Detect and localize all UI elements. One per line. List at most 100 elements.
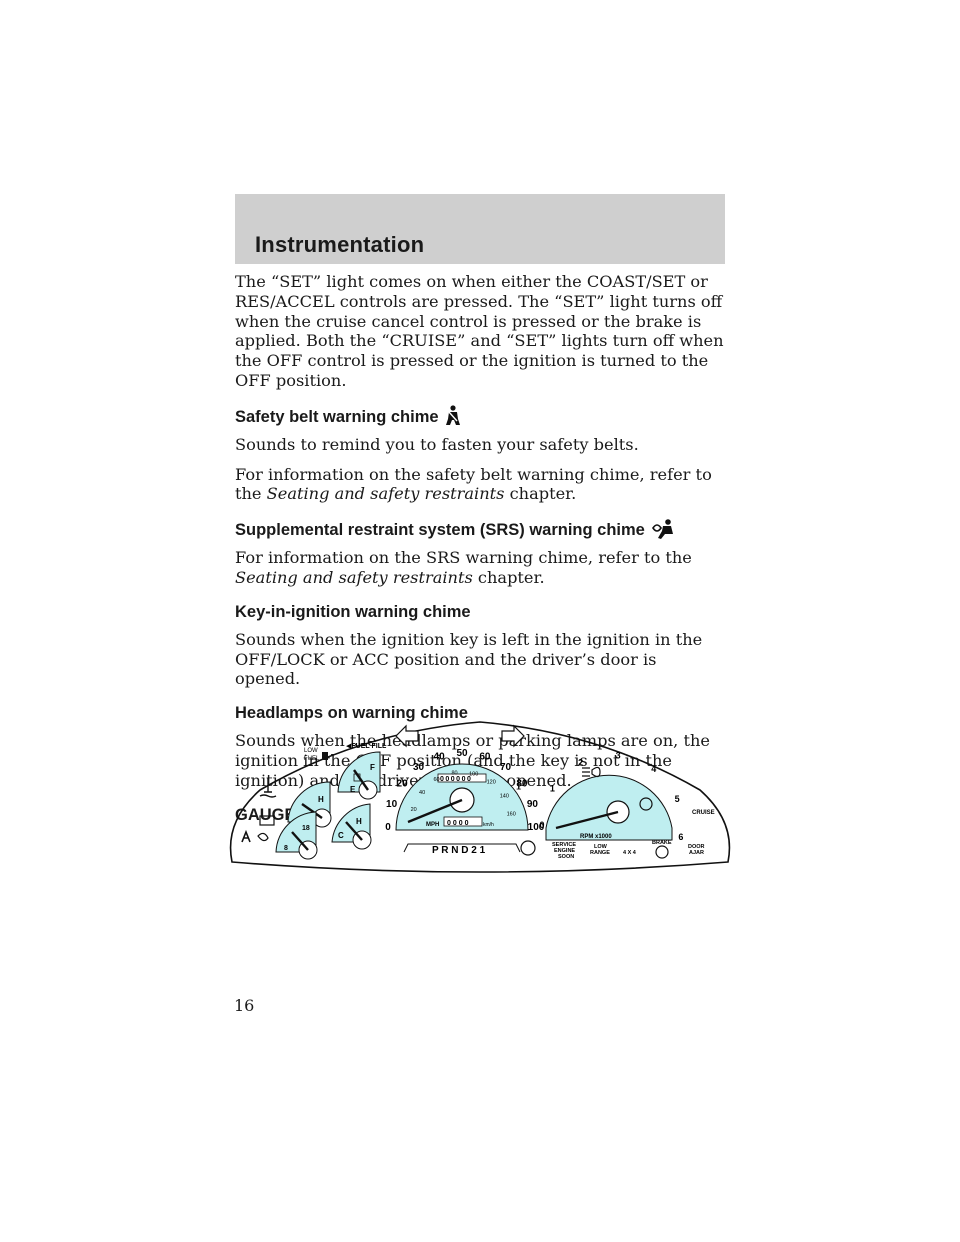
low-fuel-label-1: LOW [304,748,318,754]
brake-warning-tach-icon [639,797,653,811]
kmh-tick-label-1: 40 [419,790,425,796]
cluster-bezel [229,721,731,873]
kmh-tick-label-7: 160 [507,811,516,817]
rpm-tick-label-1: 1 [550,783,555,793]
temp-h-label: H [356,817,362,826]
low-fuel-pump-icon [322,752,328,760]
rpm-tick-label-3: 3 [616,750,621,760]
mph-scale: 0 10 20 30 40 50 60 70 80 90 100 [385,748,545,833]
door-ajar-label-2: AJAR [689,850,704,856]
brake-label: BRAKE [652,840,672,846]
rpm-tick-label-2: 2 [578,757,583,767]
mph-tick-label-1: 10 [386,799,398,810]
tachometer: RPM x1000 0 1 2 3 4 5 6 [539,750,683,842]
intro-paragraph: The “SET” light comes on when either the… [235,272,724,390]
four-by-four-indicator: 4 X 4 [623,850,637,856]
volt-8-label: 8 [284,845,288,852]
mph-tick-label-7: 70 [500,762,512,773]
mph-tick-label-2: 20 [397,779,409,790]
rpm-tick-label-6: 6 [678,832,683,842]
oil-h-label: H [318,795,324,804]
coolant-temp-icon [259,778,277,798]
srs-heading-text: Supplemental restraint system (SRS) warn… [235,521,645,540]
srs-paragraph: For information on the SRS warning chime… [235,548,725,588]
right-turn-arrow-icon [501,724,525,748]
speedometer-needle [407,798,463,824]
trip-display [443,816,483,827]
voltmeter-gauge: 18 8 [275,811,318,860]
mph-tick-label-9: 90 [527,799,539,810]
mph-tick-label-10: 100 [528,822,545,833]
key-heading: Key-in-ignition warning chime [235,602,471,621]
mph-tick-label-5: 50 [456,748,468,759]
prndl-indicator: P R N D 2 1 [432,845,486,856]
fuel-e-label: E [350,785,356,794]
belt-paragraph-1: Sounds to remind you to fasten your safe… [235,434,639,454]
fuel-gauge: F E [337,751,381,800]
engine-temp-gauge: H C [331,803,372,850]
headlamp-high-beam-icon [582,766,601,778]
safety-belt-heading: Safety belt warning chime [235,405,725,427]
odometer-display [437,773,487,783]
rpm-unit-label: RPM x1000 [580,834,612,840]
low-range-label-2: RANGE [590,850,610,856]
door-ajar-label-1: DOOR [688,844,705,850]
belt-text-pre: For information on the safety belt warni… [235,464,712,504]
trip-value: 0000 [447,820,471,827]
srs-heading: Supplemental restraint system (SRS) warn… [235,518,725,540]
belt-text-post: chapter. [504,484,577,504]
kmh-tick-label-5: 120 [487,779,496,785]
headlamps-heading: Headlamps on warning chime [235,704,468,723]
kmh-tick-label-4: 100 [469,771,478,777]
belt-paragraph-2: For information on the safety belt warni… [235,465,725,505]
rpm-tick-label-4: 4 [651,764,656,774]
srs-text-pre: For information on the SRS warning chime… [235,548,692,568]
mph-tick-label-3: 30 [413,762,425,773]
chapter-title: Instrumentation [255,232,425,257]
service-engine-label-2: ENGINE [554,848,575,854]
instrument-cluster-illustration: F E ◀FUEL FILL LOW FUEL H L H C 18 8 [229,721,731,873]
kmh-tick-label-0: 20 [411,807,417,813]
odometer-value: 000000 [440,776,472,783]
volt-18-label: 18 [302,825,310,832]
tachometer-needle [555,810,619,830]
airbag-person-icon [651,519,673,540]
low-range-label-1: LOW [594,844,608,850]
brake-warning-icon [655,845,669,859]
mph-unit-label: MPH [426,822,439,828]
mph-tick-label-0: 0 [385,822,391,833]
seatbelt-warning-icon [241,829,251,843]
chapter-header-band: Instrumentation [235,194,725,264]
safety-belt-heading-text: Safety belt warning chime [235,407,439,426]
key-paragraph: Sounds when the ignition key is left in … [235,629,703,689]
mph-tick-label-4: 40 [434,752,446,763]
service-engine-label-1: SERVICE [552,842,576,848]
service-engine-icon [520,840,536,856]
page-content: The “SET” light comes on when either the… [235,272,725,833]
kmh-scale: 20 40 60 80 100 120 140 160 [411,771,516,818]
mph-tick-label-6: 60 [479,752,491,763]
battery-icon [259,815,275,826]
fuel-fill-label: ◀FUEL FILL [346,743,387,750]
service-engine-label-3: SOON [558,854,574,860]
cruise-indicator: CRUISE [692,810,715,816]
rpm-tick-label-0: 0 [539,820,544,830]
airbag-warning-icon [257,832,269,842]
mph-tick-label-8: 80 [516,779,528,790]
srs-text-post: chapter. [472,567,545,587]
srs-chapter-link: Seating and safety restraints [235,567,473,587]
fuel-pump-icon [353,773,361,782]
left-turn-arrow-icon [395,724,419,748]
low-fuel-label-2: FUEL [304,756,320,762]
temp-c-label: C [338,831,344,840]
fuel-f-label: F [370,763,375,772]
kmh-tick-label-3: 80 [451,771,457,777]
page-number: 16 [234,996,255,1015]
rpm-tick-label-5: 5 [675,794,680,804]
seatbelt-person-icon [445,405,460,425]
kmh-tick-label-6: 140 [500,793,509,799]
belt-chapter-link: Seating and safety restraints [266,484,505,504]
prndl-bracket [403,843,521,853]
kmh-tick-label-2: 60 [433,777,439,783]
